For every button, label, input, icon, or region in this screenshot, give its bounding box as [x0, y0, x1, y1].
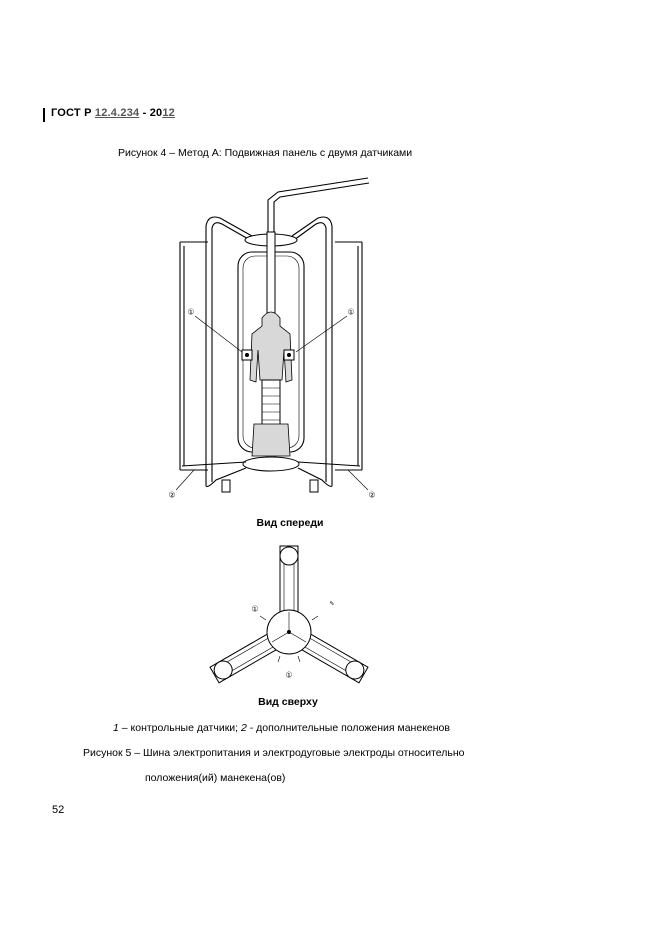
figure-5-caption-line-2: положения(ий) манекена(ов) — [145, 772, 286, 784]
callout-1-right: ① — [347, 308, 354, 317]
top-view-label: Вид сверху — [258, 696, 318, 708]
cage-left-rod — [205, 216, 253, 486]
legend-text-1: – контрольные датчики; — [118, 722, 241, 734]
front-view-label: Вид спереди — [256, 517, 324, 529]
figure-4-caption: Рисунок 4 – Метод А: Подвижная панель с … — [118, 147, 413, 159]
handle-pipe — [267, 177, 369, 232]
top-view-drawing: ✎ ① ① — [209, 545, 369, 684]
mannequin-base — [251, 423, 291, 457]
mannequin-stand — [261, 379, 281, 431]
right-panel — [335, 241, 363, 471]
header-margin-bar — [43, 108, 45, 122]
legend-num-1: 1 — [113, 722, 119, 734]
callout-2-right: ② — [368, 491, 375, 500]
top-callout-1-lower: ① — [285, 671, 292, 680]
header-code: 12.4.234 — [94, 107, 140, 119]
header-year: 12 — [162, 107, 175, 119]
figure-5-caption-line-1: Рисунок 5 – Шина электропитания и электр… — [83, 747, 465, 759]
foot-left — [221, 479, 231, 493]
cage-right-rod — [291, 216, 333, 486]
header-prefix: ГОСТ Р — [51, 107, 92, 119]
legend-num-2: 2 — [241, 722, 247, 734]
foot-right — [309, 479, 319, 493]
page-number: 52 — [52, 804, 65, 816]
top-callout-1-upper: ① — [251, 605, 258, 614]
header-dash: - 20 — [139, 107, 163, 119]
svg-text:✎: ✎ — [329, 601, 334, 608]
callout-1-left: ① — [187, 308, 194, 317]
front-view-drawing: ① ① ② ② — [168, 177, 376, 500]
document-header: ГОСТ Р 12.4.234 - 2012 — [51, 107, 175, 119]
legend-text-2: - дополнительные положения манекенов — [246, 722, 450, 734]
legend: 1 – контрольные датчики; 2 - дополнитель… — [113, 722, 450, 734]
bottom-plate — [242, 456, 300, 472]
callout-2-left: ② — [168, 491, 175, 500]
mannequin-torso — [249, 311, 293, 383]
